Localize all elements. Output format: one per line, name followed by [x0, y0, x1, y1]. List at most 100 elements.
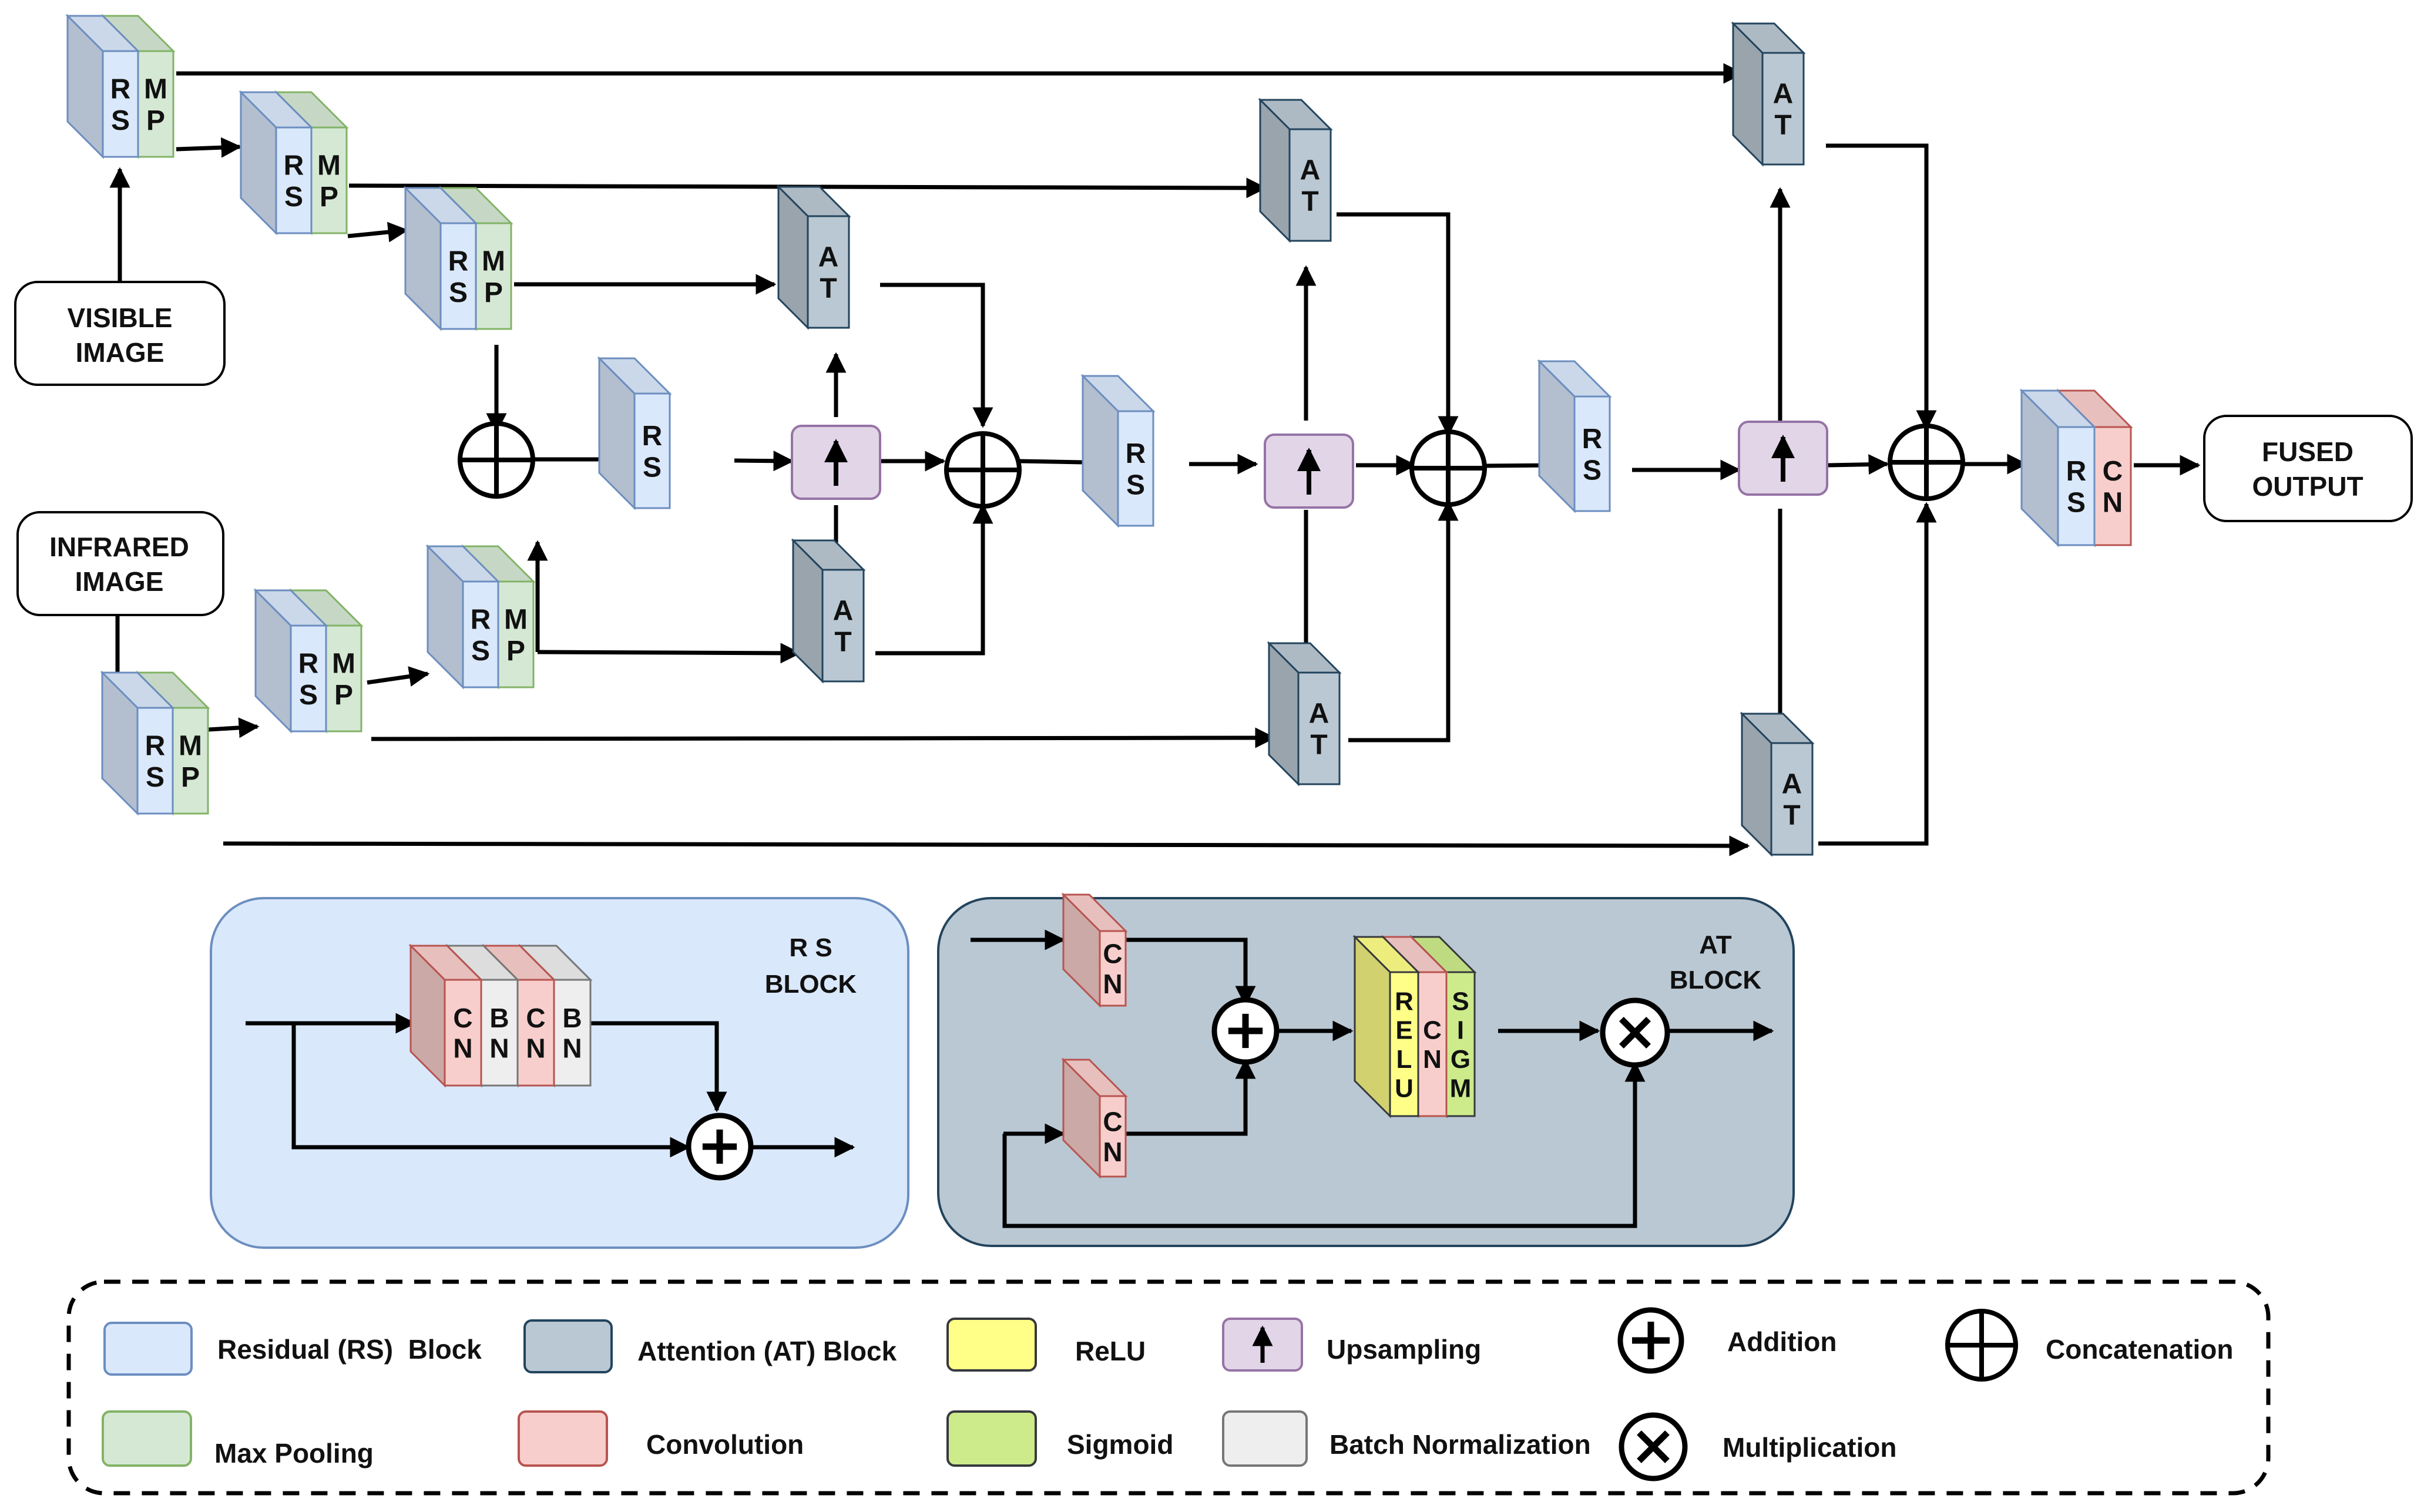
at-block-visible-3-letter: A [818, 241, 839, 273]
at-detail-cn-2: CN [1061, 1057, 1128, 1179]
legend-label-concatenation: Concatenation [2046, 1334, 2233, 1365]
visible-rs-mp-1-rs-layer-letter: R [110, 73, 131, 105]
legend-label-conv: Convolution [646, 1429, 804, 1460]
rs-detail-cn-1-letter: N [453, 1033, 472, 1063]
legend-swatch-bn [1222, 1410, 1308, 1467]
at-detail-cn-1-letter: N [1103, 969, 1122, 999]
connection-lines [107, 63, 2201, 1228]
upsampling-2 [1264, 434, 1354, 509]
infrared-rs-mp-2-rs-layer-letter: R [298, 648, 319, 679]
at-detail-cn-1: CN [1061, 892, 1128, 1008]
infrared-rs-mp-1-mp-layer-letter: M [179, 730, 202, 761]
legend-label-upsampling: Upsampling [1327, 1334, 1481, 1365]
infrared-rs-mp-2-mp-layer-letter: M [332, 648, 355, 679]
legend-swatch-conv [518, 1410, 608, 1467]
legend-label-mp: Max Pooling [214, 1438, 374, 1469]
rs-block-1: RS [597, 356, 672, 510]
legend-swatch-relu [946, 1318, 1037, 1372]
legend: Residual (RS) Block Attention (AT) Block… [102, 1307, 2233, 1481]
visible-rs-mp-3-rs-layer: RS [403, 186, 478, 331]
output-cn-layer-letter: N [2103, 488, 2123, 519]
at-detail-sigm-letter: G [1451, 1045, 1470, 1074]
at-block-infrared-2-letter: T [1310, 730, 1327, 761]
infrared-image-line1: INFRARED [49, 532, 189, 562]
legend-swatch-rs [103, 1322, 193, 1376]
rs-block-1-letter: S [643, 452, 662, 483]
infrared-rs-mp-3-mp-layer-letter: P [506, 636, 525, 667]
concat-node-2 [944, 431, 1022, 509]
rs-detail-bn-4-letter: B [562, 1003, 582, 1033]
infrared-image-input: INFRARED IMAGE [16, 511, 224, 616]
output-cn-layer-letter: C [2103, 456, 2123, 487]
upsampling-3 [1738, 421, 1828, 496]
legend-box [66, 1279, 2271, 1496]
infrared-rs-mp-1-rs-layer-letter: R [145, 730, 166, 761]
at-block-visible-1: AT [1731, 21, 1806, 167]
legend-swatch-mp [102, 1410, 192, 1467]
at-detail-relu-letter: E [1395, 1016, 1412, 1045]
rs-block-3-letter: R [1582, 424, 1603, 455]
legend-label-rs: Residual (RS) Block [217, 1334, 482, 1365]
visible-rs-mp-3-rs-layer-letter: R [448, 246, 469, 277]
concat-node-3 [1409, 429, 1487, 507]
output-rs-layer-letter: R [2066, 456, 2087, 487]
legend-label-sigmoid: Sigmoid [1067, 1429, 1173, 1460]
infrared-rs-mp-3-rs-layer-letter: S [471, 636, 490, 667]
fused-output-line2: OUTPUT [2252, 471, 2363, 502]
at-block-visible-2-letter: A [1300, 154, 1321, 186]
rs-detail-bn-2-letter: N [489, 1033, 509, 1063]
infrared-rs-mp-2-rs-layer-letter: S [299, 680, 318, 711]
at-block-title-line2: BLOCK [1670, 966, 1762, 994]
infrared-rs-mp-2-mp-layer-letter: P [334, 680, 353, 711]
rs-detail-cn-3-letter: C [526, 1003, 545, 1033]
infrared-image-line2: IMAGE [75, 566, 164, 597]
at-block-infrared-2-letter: A [1309, 698, 1329, 729]
infrared-rs-mp-2-rs-layer: RS [253, 588, 328, 734]
legend-label-at: Attention (AT) Block [637, 1336, 897, 1366]
infrared-rs-mp-3-rs-layer: RS [425, 544, 501, 690]
visible-image-input: VISIBLE IMAGE [14, 281, 226, 386]
at-block-infrared-1-letter: T [1783, 800, 1800, 831]
at-detail-cn-3-letter: C [1423, 1016, 1442, 1045]
legend-label-relu: ReLU [1075, 1336, 1146, 1366]
infrared-rs-mp-3-mp-layer-letter: M [504, 604, 528, 635]
upsampling-1 [791, 425, 881, 500]
visible-rs-mp-1-rs-layer-letter: S [111, 105, 130, 136]
rs-block-3-letter: S [1583, 455, 1602, 486]
legend-label-bn: Batch Normalization [1329, 1429, 1591, 1460]
at-detail-cn-1-letter: C [1103, 938, 1122, 969]
at-block-visible-3: AT [776, 184, 851, 330]
visible-rs-mp-2-rs-layer-letter: S [284, 182, 303, 213]
legend-addition-icon [1617, 1307, 1684, 1374]
at-block-visible-2: AT [1258, 98, 1333, 243]
at-detail-relu-letter: L [1396, 1045, 1412, 1074]
legend-label-addition: Addition [1727, 1326, 1837, 1357]
rs-block-3: RS [1537, 359, 1612, 513]
at-detail-relu-letter: U [1395, 1074, 1414, 1103]
at-block-infrared-1-letter: A [1782, 768, 1802, 799]
visible-rs-mp-2-mp-layer-letter: P [320, 182, 338, 213]
rs-detail-bn-2-letter: B [489, 1003, 509, 1033]
at-block-infrared-3-letter: A [833, 595, 854, 626]
visible-image-line2: IMAGE [76, 337, 164, 368]
at-detail-cn-2-letter: N [1103, 1137, 1122, 1167]
rs-block-title-line2: BLOCK [765, 970, 857, 999]
rs-detail-bn-4-letter: N [562, 1033, 582, 1063]
at-detail-relu-letter: R [1395, 987, 1414, 1016]
rs-block-title-line1: R S [789, 933, 832, 962]
at-block-infrared-2: AT [1267, 641, 1342, 787]
rs-block-2-letter: S [1126, 470, 1145, 501]
visible-rs-mp-1-mp-layer-letter: M [144, 73, 167, 105]
at-block-infrared-3: AT [791, 538, 866, 684]
at-detail-addition [1211, 997, 1280, 1065]
at-block-visible-3-letter: T [820, 273, 837, 304]
